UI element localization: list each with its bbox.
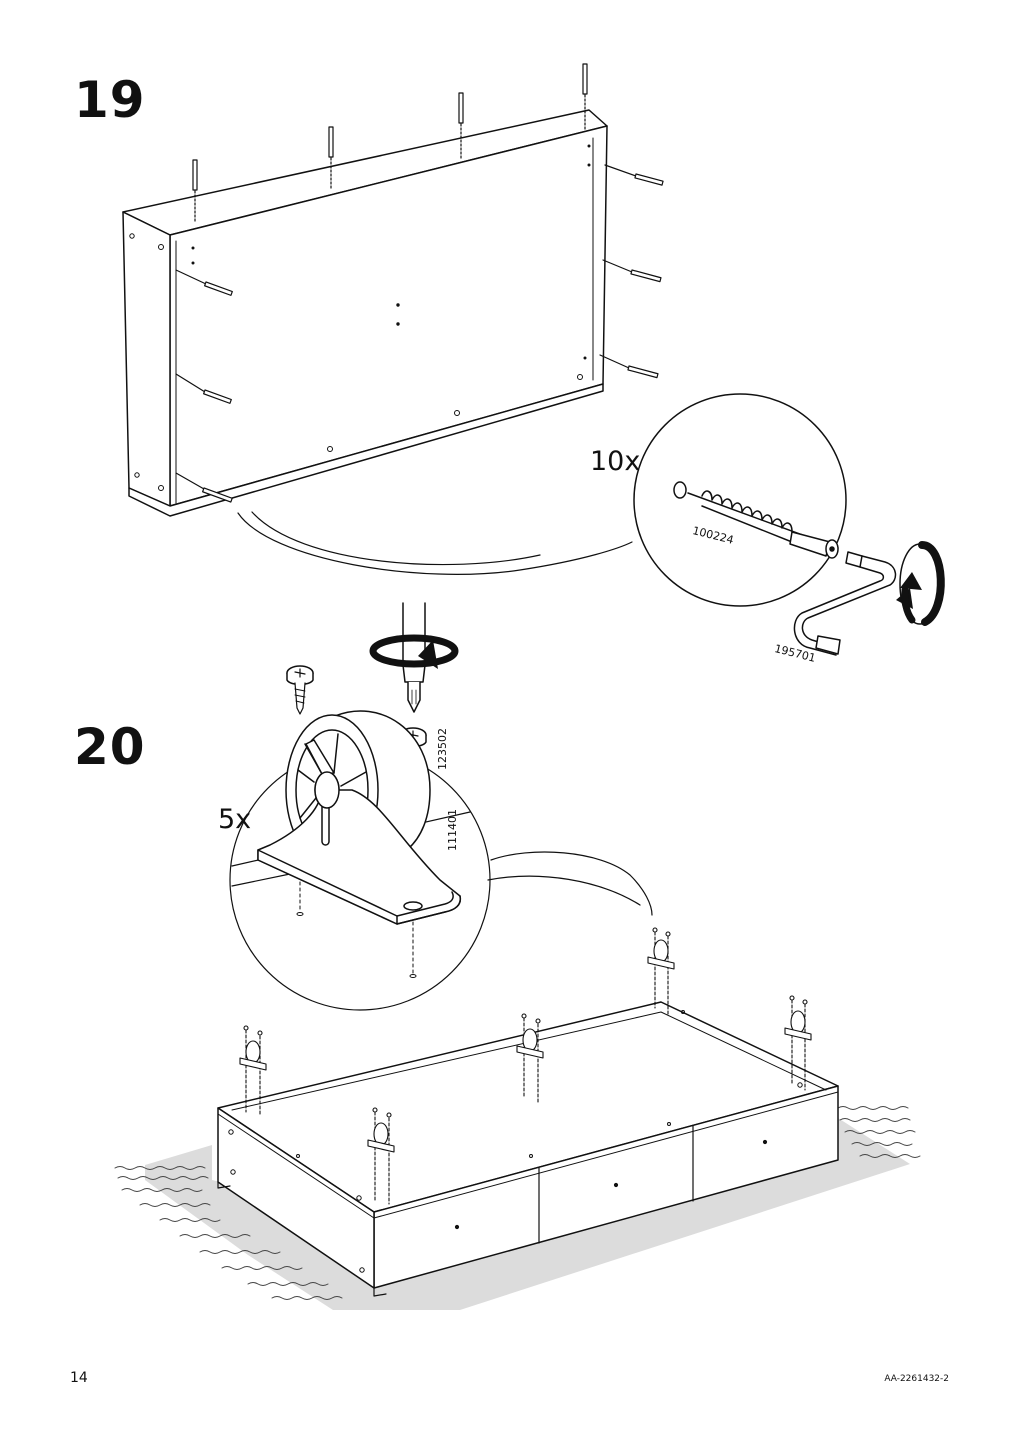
caster-wheel-icon bbox=[516, 1013, 544, 1105]
top-dowels bbox=[192, 63, 588, 223]
screw-icon bbox=[286, 665, 314, 715]
wooden-dowel-icon bbox=[701, 490, 839, 559]
wooden-dowel-icon bbox=[328, 126, 334, 191]
caster-markers bbox=[239, 927, 812, 1205]
drawer-frame-step19 bbox=[122, 109, 608, 517]
caster-wheel-icon bbox=[647, 927, 675, 1015]
caster-wheel-icon bbox=[784, 995, 812, 1091]
step-number-20: 20 bbox=[74, 718, 146, 776]
caster-wheel-icon bbox=[367, 1107, 395, 1205]
wooden-dowel-icon bbox=[582, 63, 588, 131]
detail-callout-19 bbox=[237, 393, 847, 607]
rug-fringe bbox=[114, 1106, 921, 1300]
caster-wheel-icon bbox=[257, 710, 462, 925]
drawer-base-step20 bbox=[217, 1001, 839, 1297]
left-side-dowels bbox=[175, 269, 233, 503]
part-number-screw: 123502 bbox=[436, 728, 449, 770]
document-code: AA-2261432-2 bbox=[884, 1374, 949, 1384]
allen-key-icon bbox=[793, 551, 897, 656]
page-number: 14 bbox=[70, 1370, 88, 1386]
part-number-caster: 111401 bbox=[446, 809, 459, 851]
wooden-dowel-icon bbox=[192, 159, 198, 223]
wooden-dowel-icon bbox=[458, 92, 464, 161]
quantity-label-19: 10x bbox=[590, 446, 641, 477]
rotate-arrow-icon bbox=[896, 541, 945, 626]
right-side-dowels bbox=[599, 164, 664, 379]
caster-wheel-icon bbox=[239, 1025, 267, 1117]
quantity-label-20: 5x bbox=[218, 804, 252, 835]
step-number-19: 19 bbox=[74, 71, 146, 129]
rotate-arrow-icon bbox=[369, 634, 459, 669]
